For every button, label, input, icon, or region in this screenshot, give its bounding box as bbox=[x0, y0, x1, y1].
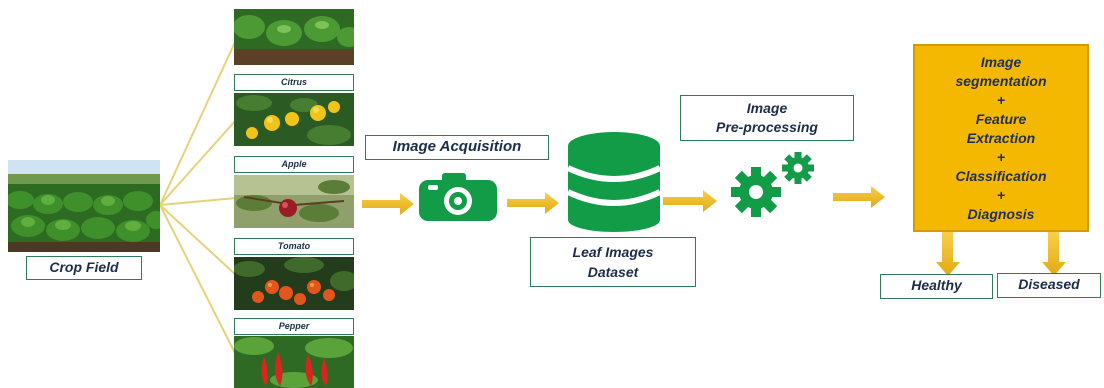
arrow-to-preprocessing bbox=[663, 190, 717, 212]
preprocessing-label: Image Pre-processing bbox=[680, 95, 854, 141]
analysis-line: Image bbox=[980, 53, 1022, 70]
dataset-label-line1: Leaf Images bbox=[572, 244, 654, 260]
crop-image-apple bbox=[234, 175, 354, 228]
preprocessing-label-line1: Image bbox=[746, 100, 788, 116]
analysis-line: Classification bbox=[955, 167, 1047, 184]
camera-icon bbox=[418, 172, 498, 222]
analysis-box: Image segmentation + Feature Extraction … bbox=[913, 44, 1089, 232]
arrow-to-dataset bbox=[507, 192, 559, 214]
arrow-to-healthy bbox=[936, 232, 960, 276]
arrow-to-diseased bbox=[1042, 232, 1066, 276]
analysis-line: Extraction bbox=[966, 129, 1036, 146]
analysis-line: Diagnosis bbox=[967, 205, 1035, 222]
crop-image-pepper bbox=[234, 336, 354, 388]
crop-field-image bbox=[8, 160, 160, 252]
crop-label-apple: Apple bbox=[234, 156, 354, 173]
crop-image-field bbox=[234, 9, 354, 65]
healthy-label: Healthy bbox=[880, 274, 993, 299]
diseased-label: Diseased bbox=[997, 273, 1101, 298]
preprocessing-label-line2: Pre-processing bbox=[716, 119, 818, 135]
arrow-to-acquisition bbox=[362, 193, 414, 215]
crop-field-label: Crop Field bbox=[26, 256, 142, 280]
arrow-to-analysis bbox=[833, 186, 885, 208]
crop-image-citrus bbox=[234, 93, 354, 146]
gears-icon bbox=[726, 150, 822, 220]
dataset-label-line2: Dataset bbox=[587, 264, 639, 280]
database-icon bbox=[566, 130, 662, 234]
analysis-line: segmentation bbox=[955, 72, 1047, 89]
dataset-label: Leaf Images Dataset bbox=[530, 237, 696, 287]
analysis-line: + bbox=[996, 186, 1006, 203]
crop-image-tomato bbox=[234, 257, 354, 310]
crop-label-tomato: Tomato bbox=[234, 238, 354, 255]
analysis-line: Feature bbox=[975, 110, 1027, 127]
analysis-line: + bbox=[996, 148, 1006, 165]
crop-label-citrus: Citrus bbox=[234, 74, 354, 91]
acquisition-label: Image Acquisition bbox=[365, 135, 549, 160]
crop-label-pepper: Pepper bbox=[234, 318, 354, 335]
analysis-line: + bbox=[996, 91, 1006, 108]
